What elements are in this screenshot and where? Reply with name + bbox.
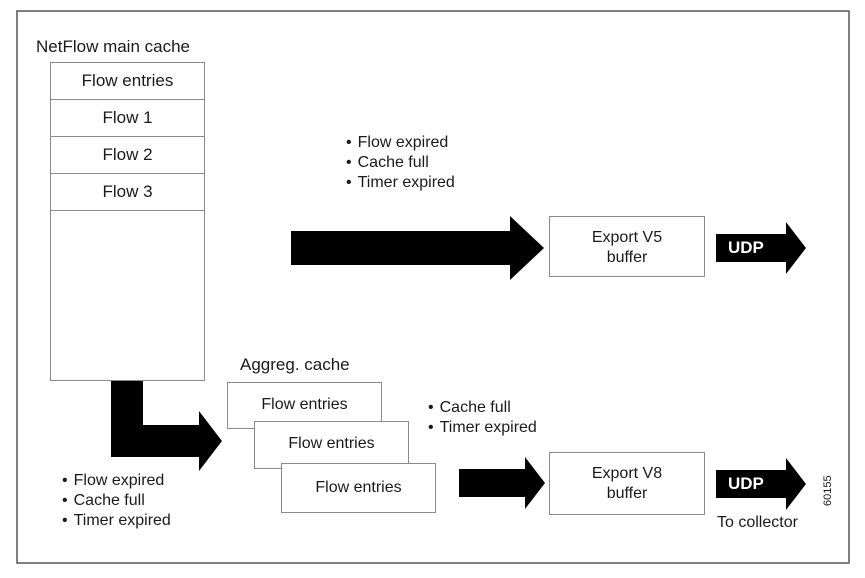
udp-arrow-top [716, 222, 806, 274]
main-cache-table: Flow entries Flow 1 Flow 2 Flow 3 [50, 62, 205, 381]
aggreg-export-conditions: Cache full Timer expired [428, 398, 537, 438]
figure-id: 60155 [822, 475, 834, 506]
export-v5-buffer: Export V5 buffer [549, 216, 705, 277]
bottom-conditions: Flow expired Cache full Timer expired [62, 471, 171, 531]
figure-border [16, 10, 850, 564]
top-export-conditions: Flow expired Cache full Timer expired [346, 133, 455, 193]
condition-item: Timer expired [428, 418, 537, 438]
arrow-to-export-v8 [459, 457, 545, 509]
condition-item: Cache full [62, 491, 171, 511]
main-cache-row-flow2: Flow 2 [51, 137, 204, 174]
udp-label-top: UDP [728, 238, 764, 257]
to-collector-label: To collector [717, 514, 798, 531]
main-cache-title: NetFlow main cache [36, 37, 191, 56]
condition-item: Flow expired [346, 133, 455, 153]
aggreg-cache-title: Aggreg. cache [240, 355, 350, 374]
export-v8-line2: buffer [606, 485, 648, 502]
export-v8-line1: Export V8 [591, 465, 663, 482]
export-v5-line1: Export V5 [591, 229, 663, 246]
condition-item: Timer expired [62, 511, 171, 531]
main-cache-row-flow3: Flow 3 [51, 174, 204, 211]
udp-arrow-bottom [716, 458, 806, 510]
aggreg-entry-label: Flow entries [288, 435, 375, 452]
export-v8-buffer: Export V8 buffer [549, 452, 705, 515]
condition-item: Cache full [428, 398, 537, 418]
aggreg-flow-entries-2: Flow entries [254, 421, 409, 469]
main-cache-row-flow1: Flow 1 [51, 100, 204, 137]
main-cache-row-header: Flow entries [51, 63, 204, 100]
aggreg-entry-label: Flow entries [315, 479, 402, 496]
aggreg-flow-entries-3: Flow entries [281, 463, 436, 513]
export-v5-line2: buffer [606, 249, 648, 266]
udp-label-bottom: UDP [728, 474, 764, 493]
arrow-to-aggreg-cache [111, 381, 222, 471]
arrow-to-export-v5 [291, 216, 544, 280]
condition-item: Timer expired [346, 173, 455, 193]
condition-item: Cache full [346, 153, 455, 173]
aggreg-entry-label: Flow entries [261, 396, 348, 413]
condition-item: Flow expired [62, 471, 171, 491]
